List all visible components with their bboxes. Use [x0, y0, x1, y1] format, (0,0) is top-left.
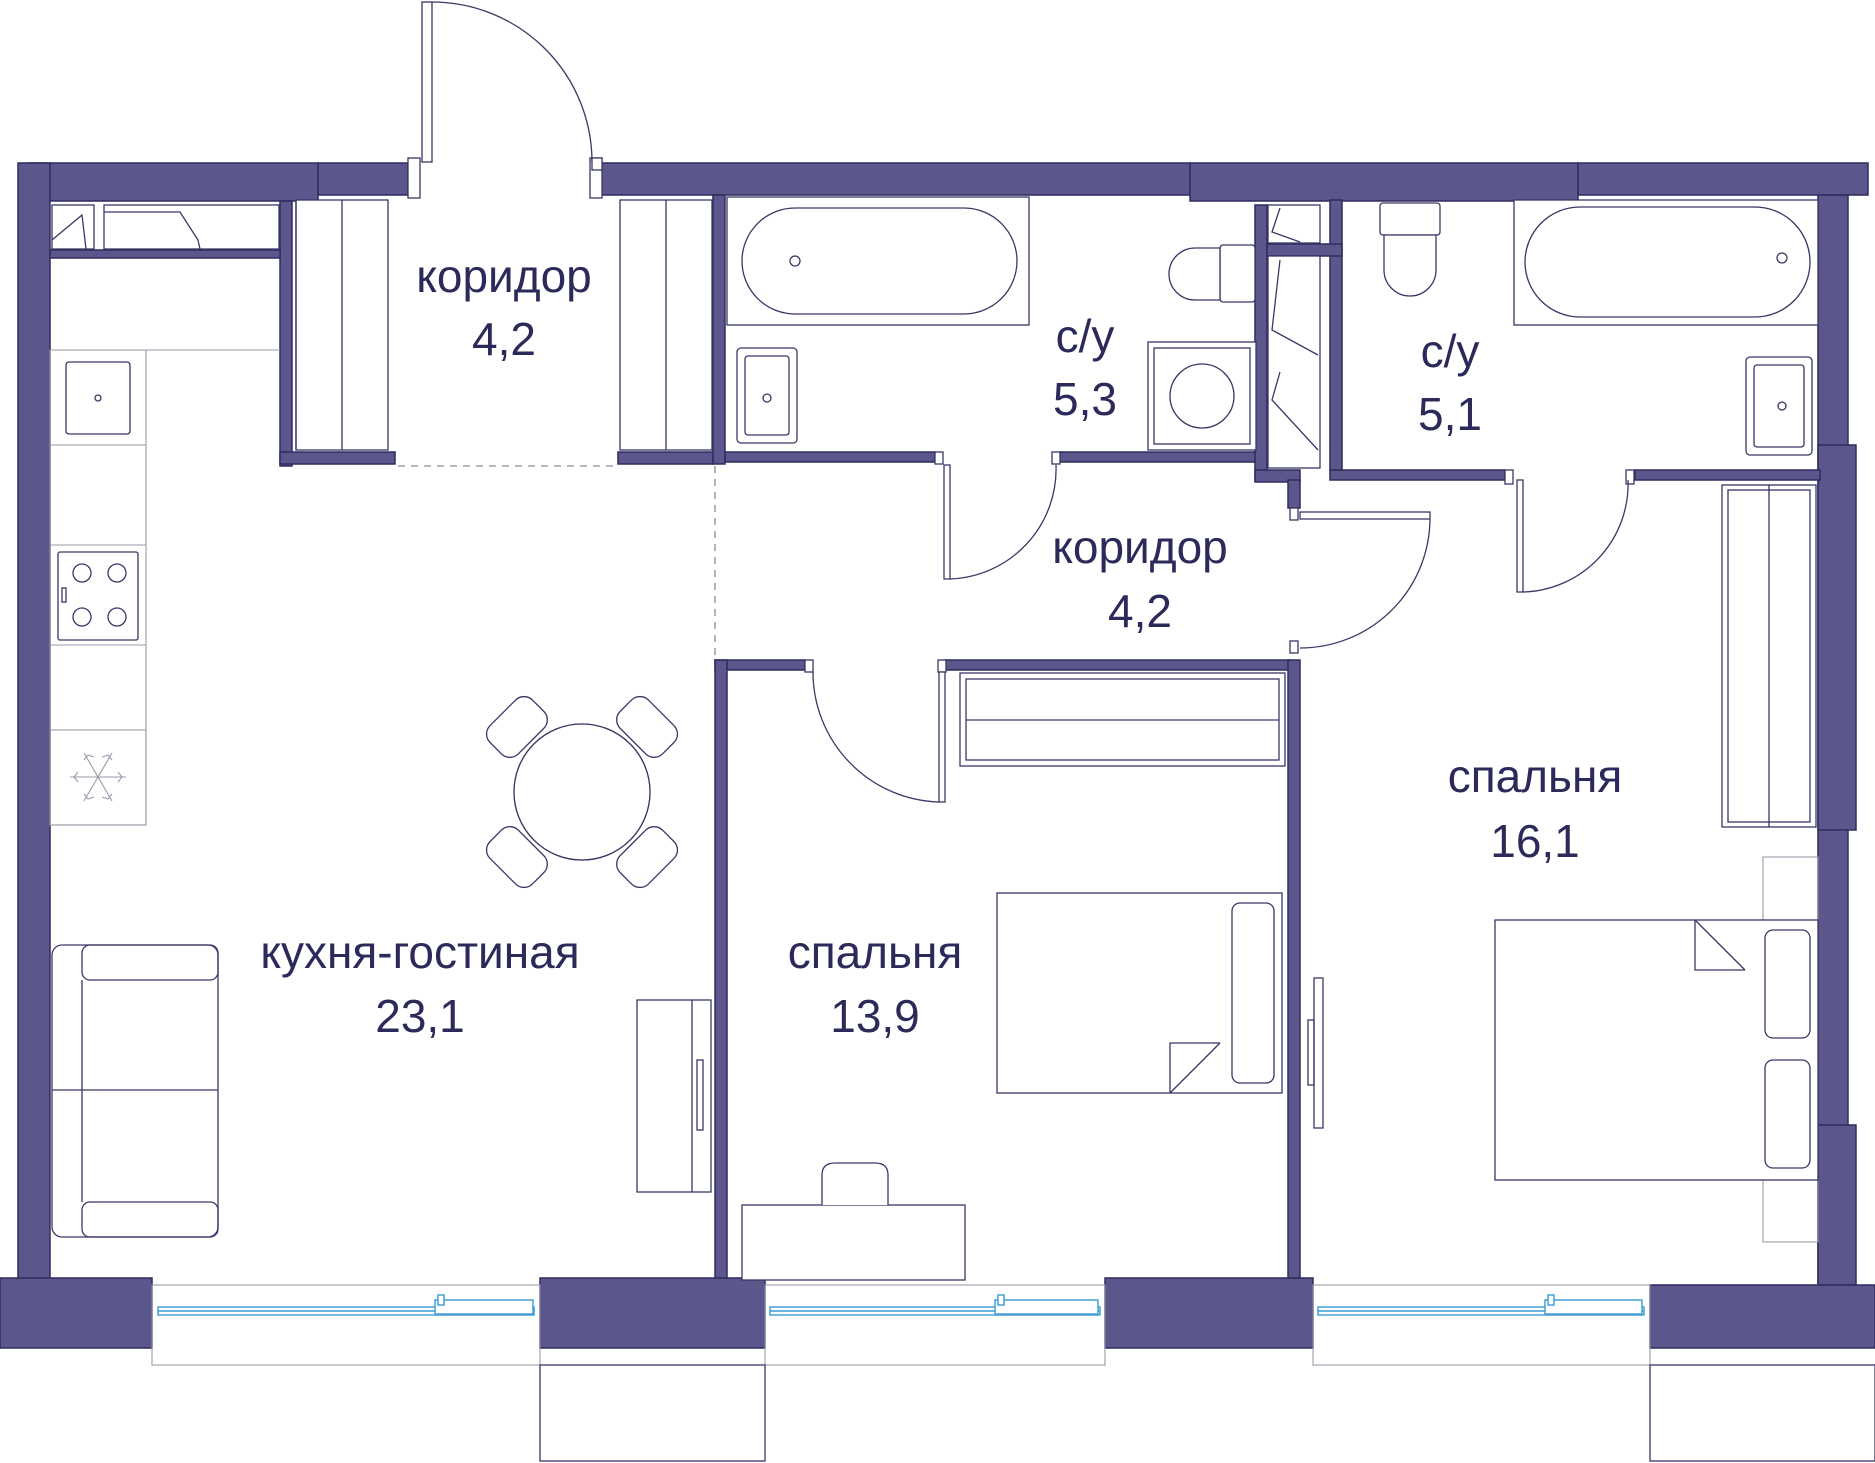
entry-door-jambs [407, 157, 603, 199]
window-living [151, 1284, 541, 1366]
room-labels: коридор 4,2 с/у 5,3 с/у 5,1 коридор 4,2 … [260, 250, 1622, 1042]
washing-machine-icon [1147, 341, 1257, 451]
room-name-kitchen-living: кухня-гостиная [260, 926, 579, 978]
sofa [51, 944, 219, 1238]
wardrobe-entry-left [295, 199, 389, 451]
interior-walls [49, 194, 1821, 1279]
vent-shaft [1267, 204, 1321, 469]
toilet-icon [1168, 244, 1256, 303]
snowflake-icon [49, 729, 147, 826]
room-name-bathroom-1: с/у [1056, 310, 1115, 362]
room-name-bedroom-1: спальня [788, 926, 963, 978]
dining-table [485, 695, 679, 889]
room-name-bathroom-2: с/у [1421, 325, 1480, 377]
tv-stand-living [636, 999, 712, 1193]
bathroom-2-sink [1745, 356, 1813, 456]
exterior-walls [0, 162, 1875, 1349]
balcony-outlines [539, 1364, 1875, 1462]
bedroom-2-bed [1494, 856, 1819, 1243]
room-name-bedroom-2: спальня [1448, 750, 1623, 802]
bedroom-1-door [804, 659, 947, 803]
room-name-corridor-entry: коридор [416, 250, 592, 302]
window-bedroom-2 [1312, 1284, 1651, 1366]
bathtub-icon [726, 196, 1030, 326]
room-area-bedroom-2: 16,1 [1490, 815, 1580, 867]
bedroom-2-door [1289, 507, 1431, 654]
bathroom-2-toilet [1379, 202, 1441, 297]
bathroom-1-sink [736, 347, 798, 444]
room-area-bathroom-1: 5,3 [1053, 373, 1117, 425]
zone-separators [398, 465, 716, 660]
bedroom-2-wardrobe [1721, 484, 1817, 828]
room-area-kitchen-living: 23,1 [375, 990, 465, 1042]
sink-icon [65, 361, 131, 435]
room-name-corridor-inner: коридор [1052, 521, 1228, 573]
kitchen-vent-boxes [51, 204, 280, 250]
room-area-corridor-entry: 4,2 [472, 313, 536, 365]
bedroom-1-wardrobe [959, 672, 1286, 767]
bathroom-2-bathtub [1513, 199, 1819, 326]
bedroom-1-bed [996, 892, 1283, 1094]
stove-icon [57, 551, 139, 641]
room-area-corridor-inner: 4,2 [1108, 585, 1172, 637]
room-area-bathroom-2: 5,1 [1418, 388, 1482, 440]
window-bedroom-1 [764, 1284, 1106, 1366]
wardrobe-entry-right [619, 199, 713, 451]
bedroom-1-tv-stand [1307, 977, 1324, 1129]
bathroom-2-door [1504, 469, 1635, 593]
entry-door [421, 1, 603, 171]
bedroom-1-desk [741, 1162, 966, 1281]
bathroom-1-door [934, 451, 1061, 580]
room-area-bedroom-1: 13,9 [830, 990, 920, 1042]
